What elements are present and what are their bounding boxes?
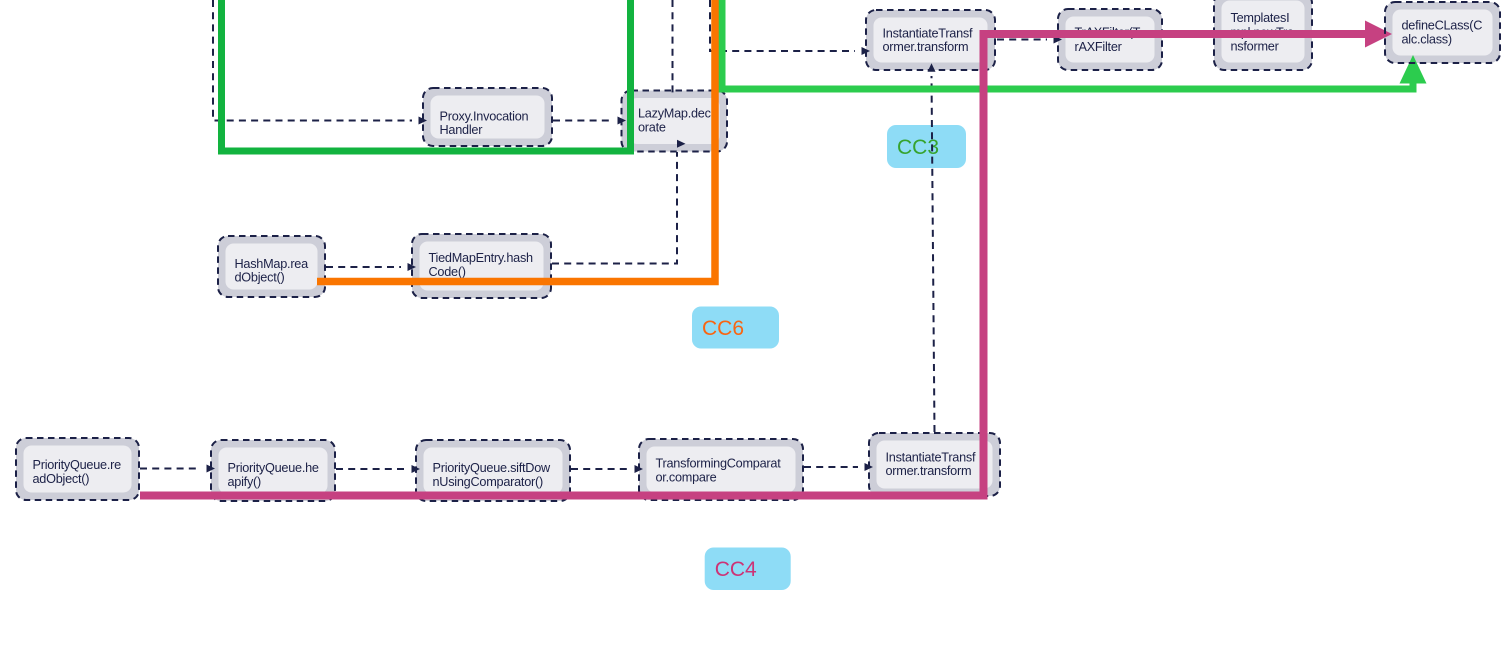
svg-text:dObject(): dObject() xyxy=(235,271,285,285)
svg-text:nUsingComparator(): nUsingComparator() xyxy=(433,475,543,489)
svg-text:ormer.transform: ormer.transform xyxy=(886,464,972,478)
svg-text:defineCLass(C: defineCLass(C xyxy=(1402,19,1483,33)
svg-text:adObject(): adObject() xyxy=(33,472,90,486)
svg-text:TiedMapEntry.hash: TiedMapEntry.hash xyxy=(429,251,534,265)
svg-text:InstantiateTransf: InstantiateTransf xyxy=(883,27,974,41)
svg-text:nsformer: nsformer xyxy=(1231,40,1280,54)
svg-text:Proxy.Invocation: Proxy.Invocation xyxy=(440,110,529,124)
svg-text:TransformingComparat: TransformingComparat xyxy=(656,457,782,471)
svg-text:Handler: Handler xyxy=(440,123,484,137)
svg-text:Code(): Code() xyxy=(429,265,466,279)
svg-text:TemplatesI: TemplatesI xyxy=(1231,11,1290,25)
svg-text:LazyMap.dec: LazyMap.dec xyxy=(638,107,712,121)
svg-text:CC6: CC6 xyxy=(702,317,744,340)
svg-text:PriorityQueue.he: PriorityQueue.he xyxy=(228,461,319,475)
svg-text:HashMap.rea: HashMap.rea xyxy=(235,257,310,271)
svg-text:ormer.transform: ormer.transform xyxy=(883,40,969,54)
svg-text:alc.class): alc.class) xyxy=(1402,33,1452,47)
svg-text:PriorityQueue.siftDow: PriorityQueue.siftDow xyxy=(433,461,552,475)
svg-text:apify(): apify() xyxy=(228,475,262,489)
svg-text:CC3: CC3 xyxy=(897,136,939,159)
svg-text:CC4: CC4 xyxy=(715,558,757,581)
svg-text:rAXFilter: rAXFilter xyxy=(1075,40,1123,54)
svg-text:PriorityQueue.re: PriorityQueue.re xyxy=(33,458,122,472)
svg-text:orate: orate xyxy=(638,120,666,134)
svg-text:InstantiateTransf: InstantiateTransf xyxy=(886,451,977,465)
svg-text:or.compare: or.compare xyxy=(656,471,717,485)
